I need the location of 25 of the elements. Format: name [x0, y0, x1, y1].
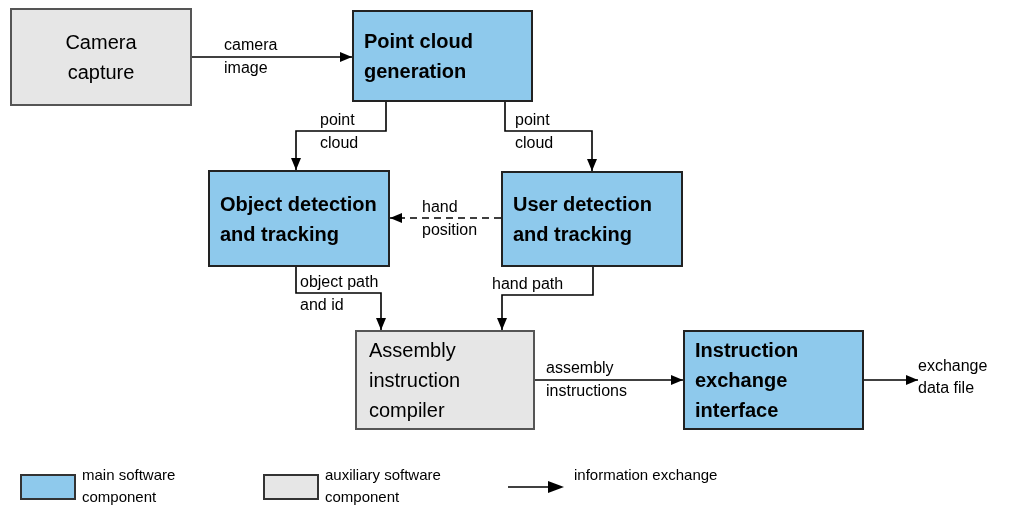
component-box: Instruction exchange interface [683, 330, 864, 430]
arrow [863, 375, 919, 385]
component-box: Point cloud generation [352, 10, 533, 102]
legend-label: auxiliary software component [325, 465, 442, 507]
edge-label: object path and id [300, 272, 380, 315]
component-box: Camera capture [10, 8, 192, 106]
edge-label: point cloud [320, 110, 360, 153]
component-box: Assembly instruction compiler [355, 330, 535, 430]
arrow [389, 213, 502, 223]
arrow [191, 52, 353, 62]
component-box: Object detection and tracking [208, 170, 390, 267]
component-box: User detection and tracking [501, 171, 683, 267]
output-label: exchange data file [918, 352, 1018, 402]
legend-label: main software component [82, 465, 177, 507]
arrow [291, 101, 387, 171]
edge-label: hand position [422, 197, 479, 240]
edge-label: hand path [492, 274, 565, 294]
arrow [295, 266, 386, 331]
legend-label: information exchange [574, 465, 719, 485]
edge-label: camera image [224, 35, 279, 78]
edge-label: point cloud [515, 110, 555, 153]
arrow [534, 375, 684, 385]
edge-label: assembly instructions [546, 358, 628, 401]
arrow [497, 266, 594, 331]
arrow [504, 101, 597, 172]
